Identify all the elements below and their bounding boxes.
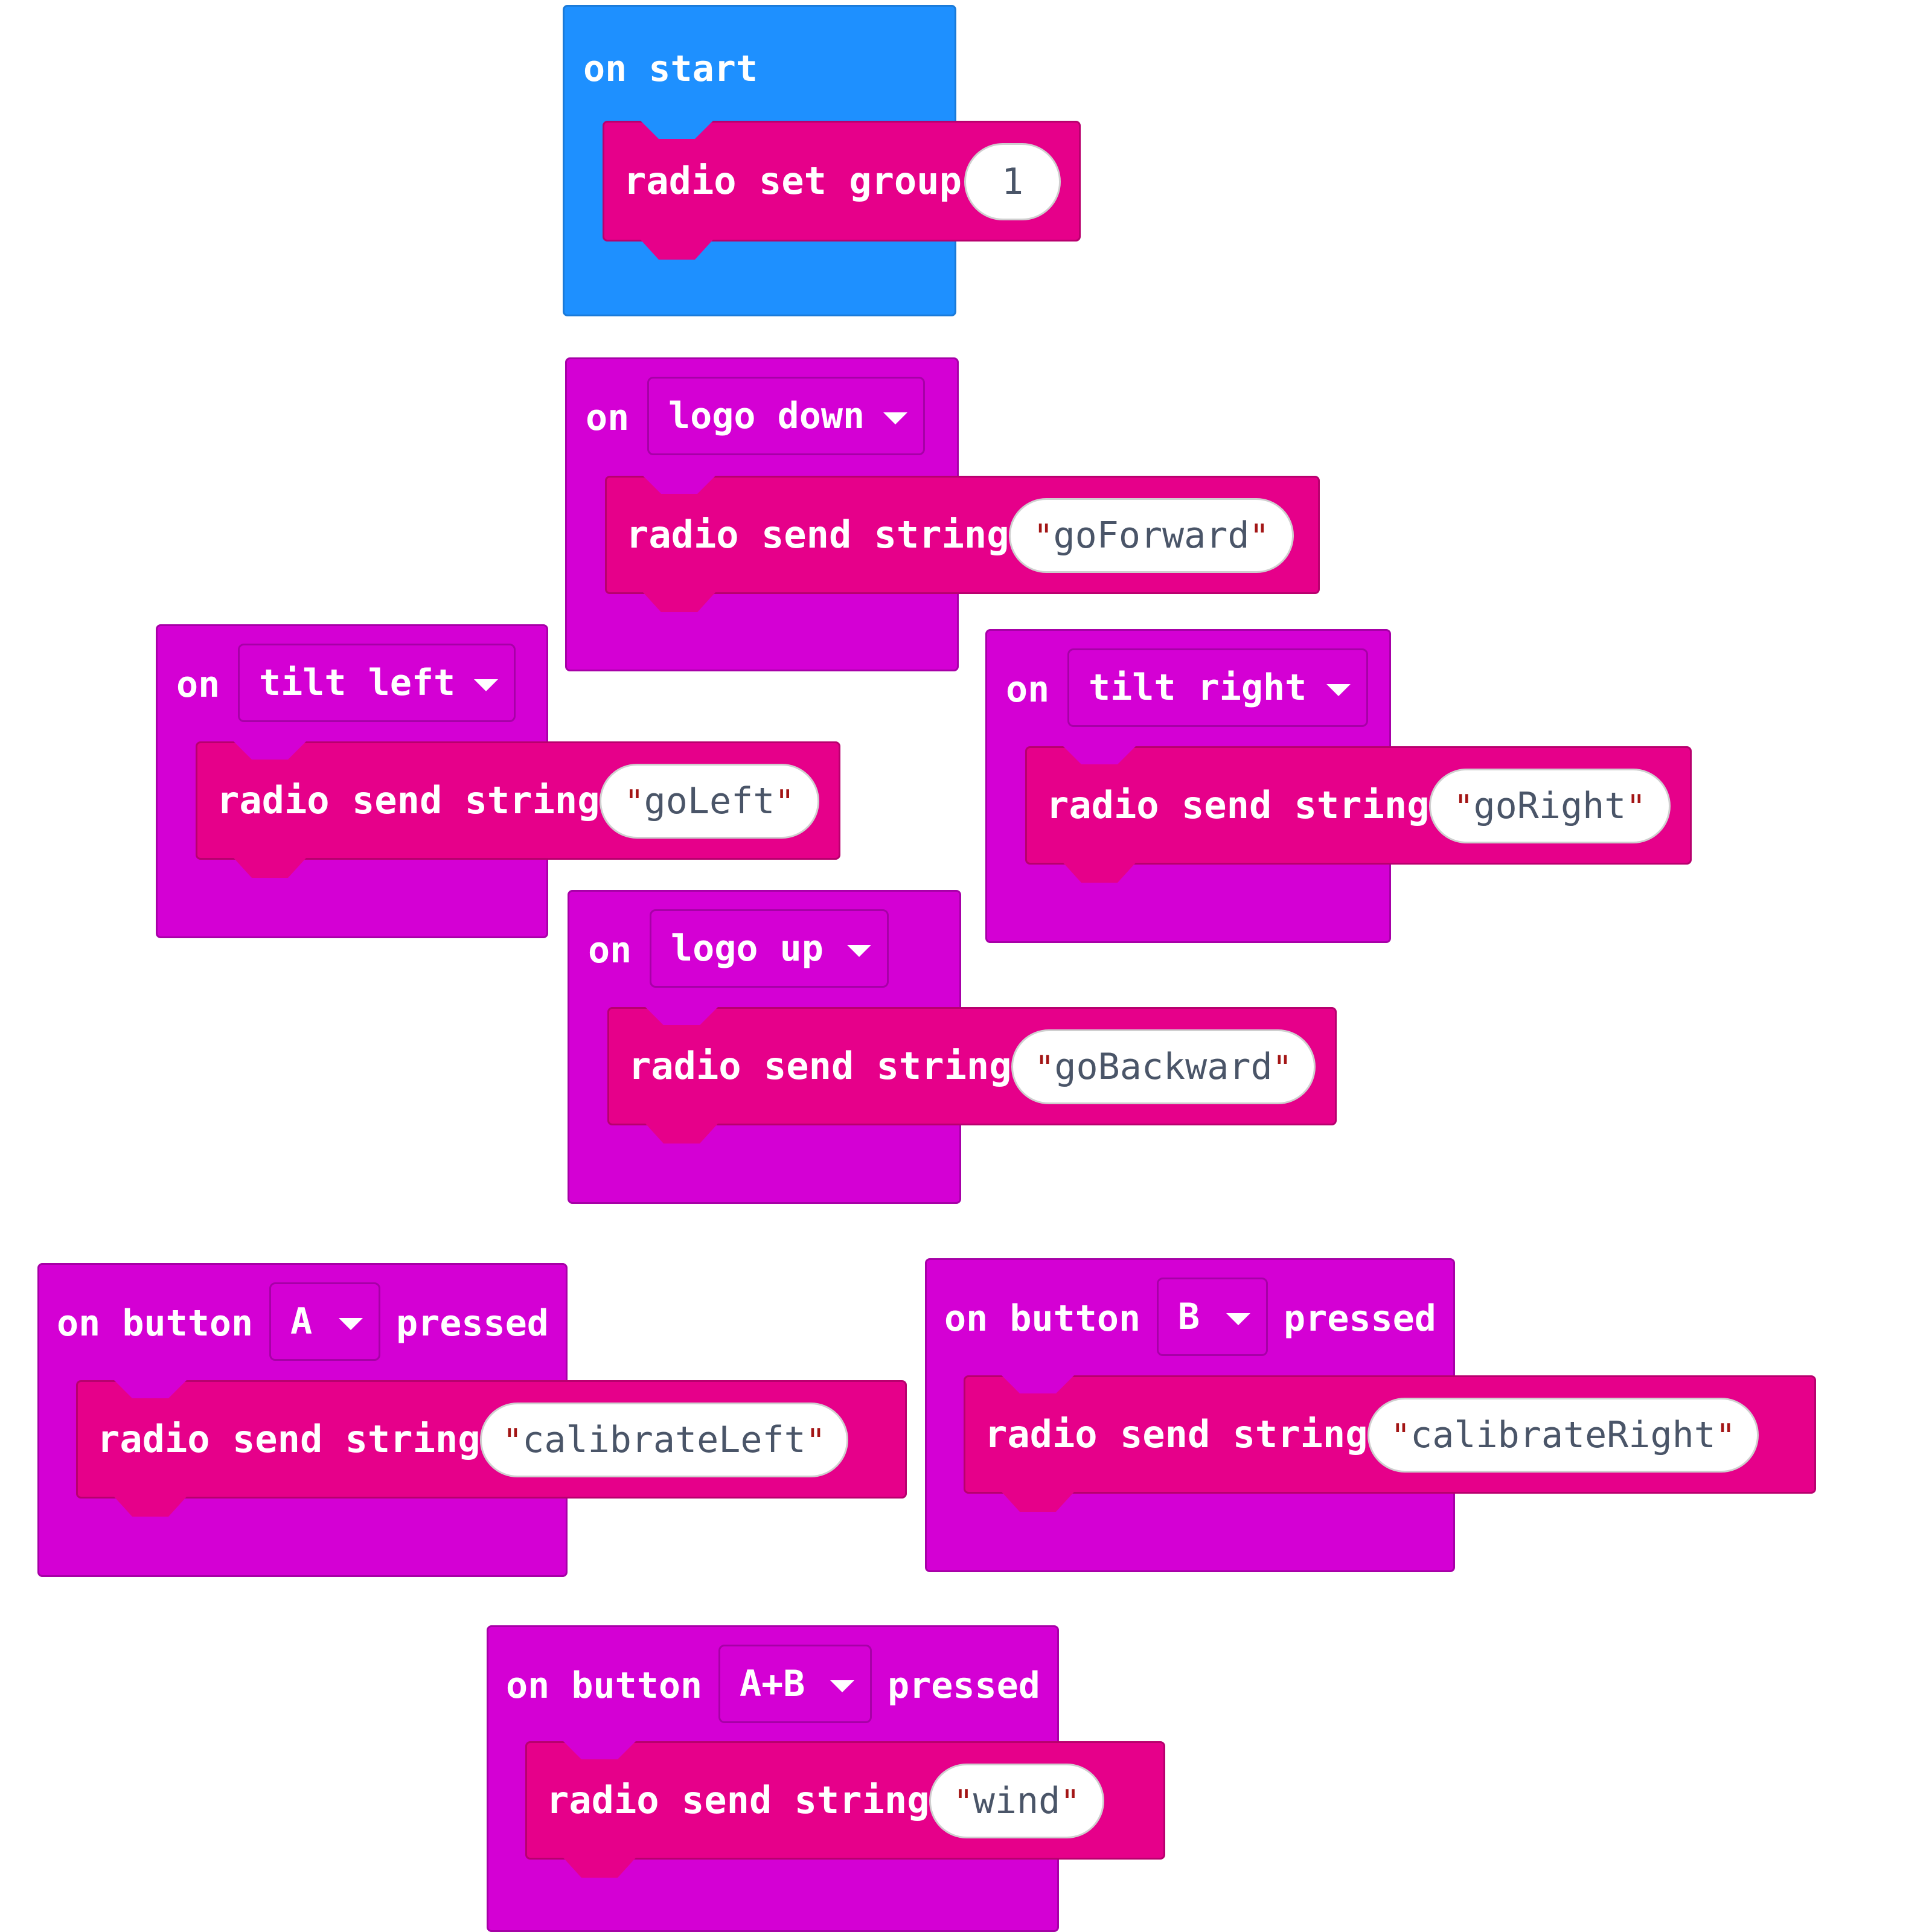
notch-top <box>563 1741 636 1759</box>
gesture-dropdown-tilt-left[interactable]: tilt left <box>238 644 516 722</box>
string-input[interactable]: "wind" <box>929 1764 1104 1838</box>
on-button-label: on button <box>506 1665 703 1707</box>
pressed-label: pressed <box>888 1665 1040 1707</box>
notch-top <box>645 1007 718 1025</box>
radio-send-string-label: radio send string <box>626 513 1009 557</box>
caret-down-icon <box>847 945 871 957</box>
string-input[interactable]: "goBackward" <box>1011 1029 1316 1104</box>
string-value: goRight <box>1473 785 1627 827</box>
gesture-dropdown-logo-down[interactable]: logo down <box>647 377 925 455</box>
on-label: on <box>1006 668 1050 711</box>
button-dropdown-text: A <box>290 1300 313 1343</box>
radio-set-group-label: radio set group <box>624 159 962 203</box>
button-dropdown-b[interactable]: B <box>1157 1278 1268 1356</box>
on-button-label: on button <box>944 1297 1141 1340</box>
radio-send-string-block[interactable]: radio send string "wind" <box>525 1741 1165 1878</box>
radio-send-string-block[interactable]: radio send string "calibrateLeft" <box>76 1380 907 1517</box>
radio-send-string-label: radio send string <box>1046 783 1430 827</box>
on-label: on <box>588 929 632 971</box>
gesture-dropdown-text: tilt left <box>259 662 456 704</box>
on-button-label: on button <box>57 1302 254 1345</box>
notch-top <box>114 1380 187 1398</box>
string-value: goLeft <box>644 780 775 822</box>
button-dropdown-ab[interactable]: A+B <box>718 1645 872 1723</box>
button-dropdown-a[interactable]: A <box>269 1282 380 1361</box>
pressed-label: pressed <box>396 1302 549 1345</box>
button-dropdown-text: B <box>1178 1296 1200 1338</box>
notch-top <box>643 476 715 494</box>
radio-send-string-label: radio send string <box>546 1778 930 1822</box>
on-label: on <box>176 664 220 706</box>
caret-down-icon <box>339 1318 363 1330</box>
notch-top <box>1063 746 1136 764</box>
gesture-dropdown-text: logo up <box>671 927 824 970</box>
string-input[interactable]: "goRight" <box>1429 769 1671 843</box>
pressed-label: pressed <box>1284 1297 1436 1340</box>
radio-send-string-block[interactable]: radio send string "calibrateRight" <box>964 1375 1816 1512</box>
string-input[interactable]: "goLeft" <box>600 764 819 839</box>
radio-send-string-label: radio send string <box>217 778 600 822</box>
radio-send-string-block[interactable]: radio send string "goForward" <box>605 476 1320 612</box>
notch-top <box>1002 1375 1074 1393</box>
radio-send-string-label: radio send string <box>629 1044 1012 1088</box>
caret-down-icon <box>474 679 498 691</box>
group-number-input[interactable]: 1 <box>964 143 1061 220</box>
caret-down-icon <box>1226 1313 1250 1325</box>
notch-top <box>234 741 306 760</box>
string-input[interactable]: "goForward" <box>1009 498 1294 573</box>
radio-send-string-block[interactable]: radio send string "goRight" <box>1025 746 1692 883</box>
caret-down-icon <box>883 412 907 424</box>
radio-send-string-block[interactable]: radio send string "goBackward" <box>607 1007 1337 1144</box>
string-value: wind <box>973 1780 1061 1822</box>
string-input[interactable]: "calibrateRight" <box>1367 1398 1759 1473</box>
on-start-label: on start <box>583 48 758 90</box>
radio-send-string-label: radio send string <box>97 1417 481 1461</box>
caret-down-icon <box>830 1680 854 1692</box>
gesture-dropdown-text: tilt right <box>1089 667 1307 709</box>
gesture-dropdown-logo-up[interactable]: logo up <box>650 909 889 988</box>
string-value: goBackward <box>1054 1046 1273 1088</box>
gesture-dropdown-tilt-right[interactable]: tilt right <box>1067 648 1368 727</box>
caret-down-icon <box>1326 684 1351 696</box>
button-dropdown-text: A+B <box>740 1663 805 1705</box>
on-label: on <box>586 397 630 439</box>
radio-send-string-block[interactable]: radio send string "goLeft" <box>196 741 840 878</box>
notch-top <box>641 121 713 139</box>
string-value: calibrateRight <box>1410 1414 1716 1456</box>
radio-send-string-label: radio send string <box>985 1412 1368 1456</box>
gesture-dropdown-text: logo down <box>668 395 865 437</box>
string-value: goForward <box>1053 514 1250 557</box>
group-number-value: 1 <box>1001 161 1024 203</box>
string-value: calibrateLeft <box>522 1419 806 1461</box>
string-input[interactable]: "calibrateLeft" <box>480 1403 848 1477</box>
radio-set-group-block[interactable]: radio set group 1 <box>603 121 1081 260</box>
